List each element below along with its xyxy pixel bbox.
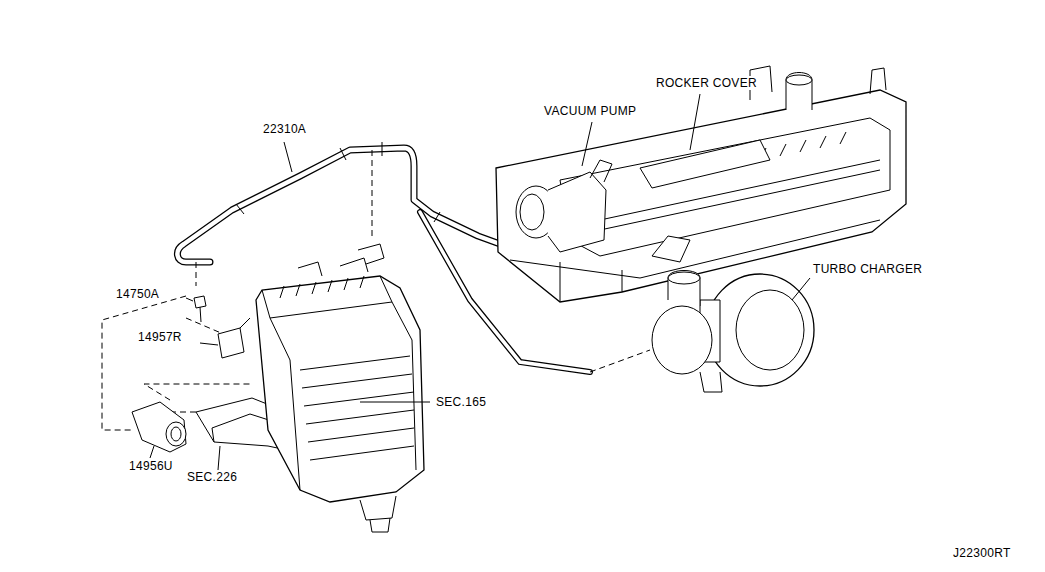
callout-label: ROCKER COVER bbox=[655, 76, 758, 90]
turbo-compressor-housing bbox=[652, 306, 712, 374]
callout-label: SEC.165 bbox=[435, 395, 487, 409]
callout-label: VACUUM PUMP bbox=[543, 104, 637, 118]
bracket-14957r bbox=[218, 318, 250, 358]
vacuum-hose-core bbox=[177, 148, 500, 262]
sensor-port bbox=[166, 422, 186, 446]
rocker-cover-ridge bbox=[640, 140, 770, 188]
vacuum-hose bbox=[177, 148, 500, 262]
sensor-port-inner bbox=[171, 427, 181, 441]
callout-label: SEC.226 bbox=[186, 470, 238, 484]
turbo-inlet-rim bbox=[668, 272, 700, 284]
air-cleaner-ribs-top bbox=[280, 276, 364, 298]
turbo-turbine-housing bbox=[706, 274, 814, 386]
leader-line bbox=[150, 94, 810, 470]
air-cleaner-lid bbox=[262, 276, 392, 318]
oil-filler-cap-top bbox=[786, 75, 812, 85]
turbo-outlet bbox=[700, 372, 722, 392]
rocker-cover-ribs bbox=[600, 132, 880, 230]
turbo-turbine-inner bbox=[736, 290, 804, 370]
diagram-code: J22300RT bbox=[952, 546, 1012, 560]
vacuum-pump-housing bbox=[548, 172, 606, 252]
hose-clips bbox=[236, 142, 440, 222]
bolt-14750a bbox=[194, 296, 206, 322]
callout-label: 22310A bbox=[262, 122, 307, 136]
rocker-cover bbox=[560, 118, 890, 256]
callout-label: 14957R bbox=[137, 330, 183, 344]
vacuum-pump-face bbox=[520, 194, 544, 230]
callout-label: 14750A bbox=[115, 287, 160, 301]
callout-label: 14956U bbox=[128, 459, 174, 473]
breather bbox=[750, 66, 886, 100]
turbo-pipe bbox=[652, 236, 690, 262]
air-cleaner-housing bbox=[256, 276, 424, 502]
air-cleaner-ribs bbox=[300, 356, 414, 460]
air-cleaner-edge bbox=[270, 302, 416, 490]
air-cleaner-mount bbox=[298, 244, 384, 276]
vacuum-pump-nipple bbox=[590, 160, 612, 182]
oil-filler-cap bbox=[786, 73, 812, 111]
turbo-inlet bbox=[668, 271, 700, 307]
sensor-14956u bbox=[132, 402, 186, 452]
callout-label: TURBO CHARGER bbox=[812, 262, 923, 276]
air-cleaner-outlet bbox=[360, 496, 396, 532]
